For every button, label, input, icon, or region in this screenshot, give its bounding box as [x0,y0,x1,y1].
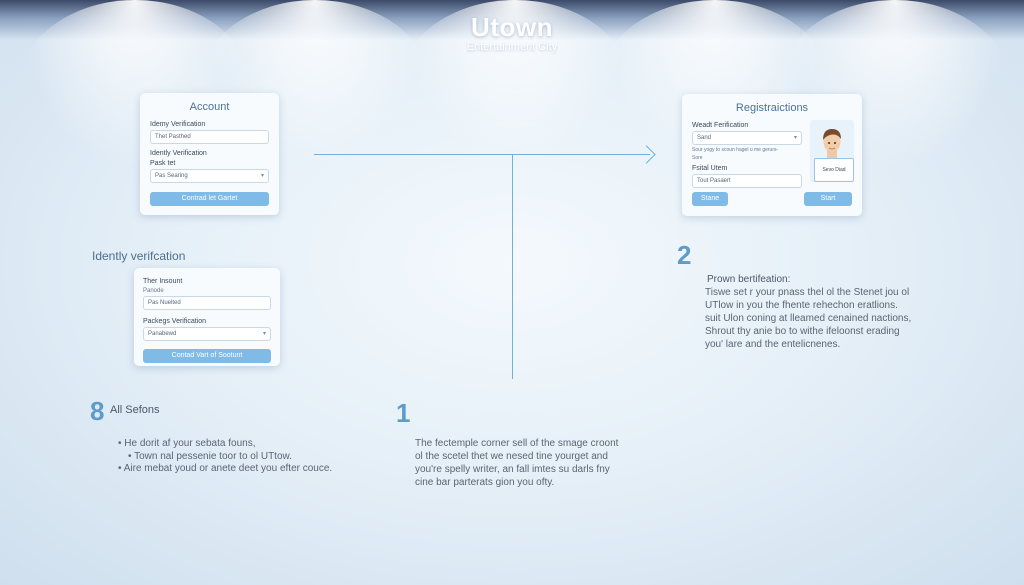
registration-card-title: Registraictions [735,102,809,114]
registration-input-1[interactable]: Tout Pasaert [692,174,802,188]
step-8-bullet: He dorit af your sebata founs, [118,438,332,451]
account-card-title: Account [189,101,230,113]
registration-form: Weadt Ferification Sand ▾ Sour yogy to s… [692,122,802,188]
registration-label-2: Fsital Utem [692,165,728,172]
account-continue-button[interactable]: Contrad let Gartet [150,192,269,206]
connector-line-horizontal [314,154,650,155]
spotlight [400,0,630,170]
registration-select-1-value: Sand [697,135,712,141]
step-1-line: you're spelly writer, an fall imtes su d… [415,464,610,475]
step-1-number: 1 [396,398,411,428]
step-2-title: Prown bertifeation: [707,274,791,285]
identity-continue-button[interactable]: Contad Vart of Sootunt [143,349,271,363]
identity-input-1[interactable]: Pas Nuelted [143,296,271,310]
step-2-line: Tiswe set r your pnass thel ol the Stene… [705,287,910,298]
step-8-bullet: Aire mebat youd or anete deet you efter … [118,463,332,476]
registration-select-1[interactable]: Sand ▾ [692,131,802,145]
registration-stane-button[interactable]: Stane [692,192,728,206]
step-1-description: The fectemple corner sell of the smage c… [415,437,655,489]
registration-start-button[interactable]: Start [804,192,852,206]
brand-title: Utown [471,12,553,42]
step-2-line: Shrout thy anie bo to withe ifeloonst er… [705,326,900,337]
avatar-sign: Sevo Diad [814,158,854,182]
step-1-line: cine bar parterats gion you ofty. [415,477,555,488]
account-select-1[interactable]: Pas Searing ▾ [150,169,269,183]
brand-logo: Utown Entertainment City [0,12,1024,53]
identity-select-1-value: Panabewd [148,331,177,337]
account-label-2: Idently Verification [150,150,207,157]
registration-small-text-2: Sore [692,155,703,161]
step-8-number: 8 [90,396,105,426]
chevron-down-icon: ▾ [260,173,264,179]
chevron-down-icon: ▾ [793,135,797,141]
account-label-1: Idemy Verification [150,121,206,128]
step-1-line: The fectemple corner sell of the smage c… [415,438,619,449]
chevron-down-icon: ▾ [262,331,266,337]
registration-card: Registraictions Weadt Ferification Sand … [682,94,862,216]
registration-label-1: Weadt Ferification [692,122,749,129]
account-input-1[interactable]: Thet Pasthed [150,130,269,144]
identity-section-label: Idently verifcation [92,249,186,263]
brand-subtitle: Entertainment City [466,41,558,53]
identity-label-2: Packegs Verification [143,318,207,325]
account-label-3: Pask tet [150,160,176,167]
identity-select-1[interactable]: Panabewd ▾ [143,327,271,341]
connector-line-vertical [512,154,513,379]
account-card: Account Idemy Verification Thet Pasthed … [140,93,279,215]
registration-small-text-1: Sour yogy to scoun hagel u me gerurs- [692,147,779,153]
step-2-line: you' lare and the entelicnenes. [705,339,841,350]
identity-card: Ther Insount Panode Pas Nuelted Packegs … [134,268,280,366]
step-2-description: Tiswe set r your pnass thel ol the Stene… [705,286,945,351]
step-2-line: suit Ulon coning at lleamed cenained nac… [705,313,912,324]
step-2-number: 2 [677,240,692,270]
identity-sublabel-1: Panode [143,288,164,294]
step-8-title: All Sefons [110,404,160,416]
account-select-1-value: Pas Searing [155,173,188,179]
identity-label-1: Ther Insount [143,278,183,285]
step-8-bullets: He dorit af your sebata founs, Town nal … [118,438,332,476]
step-1-line: ol the scetel thet we nesed tine yourget… [415,451,608,462]
step-8-bullet: Town nal pessenie toor to ol UTtow. [118,451,332,464]
step-2-line: UTlow in you the fhente rehechon eratlio… [705,300,898,311]
